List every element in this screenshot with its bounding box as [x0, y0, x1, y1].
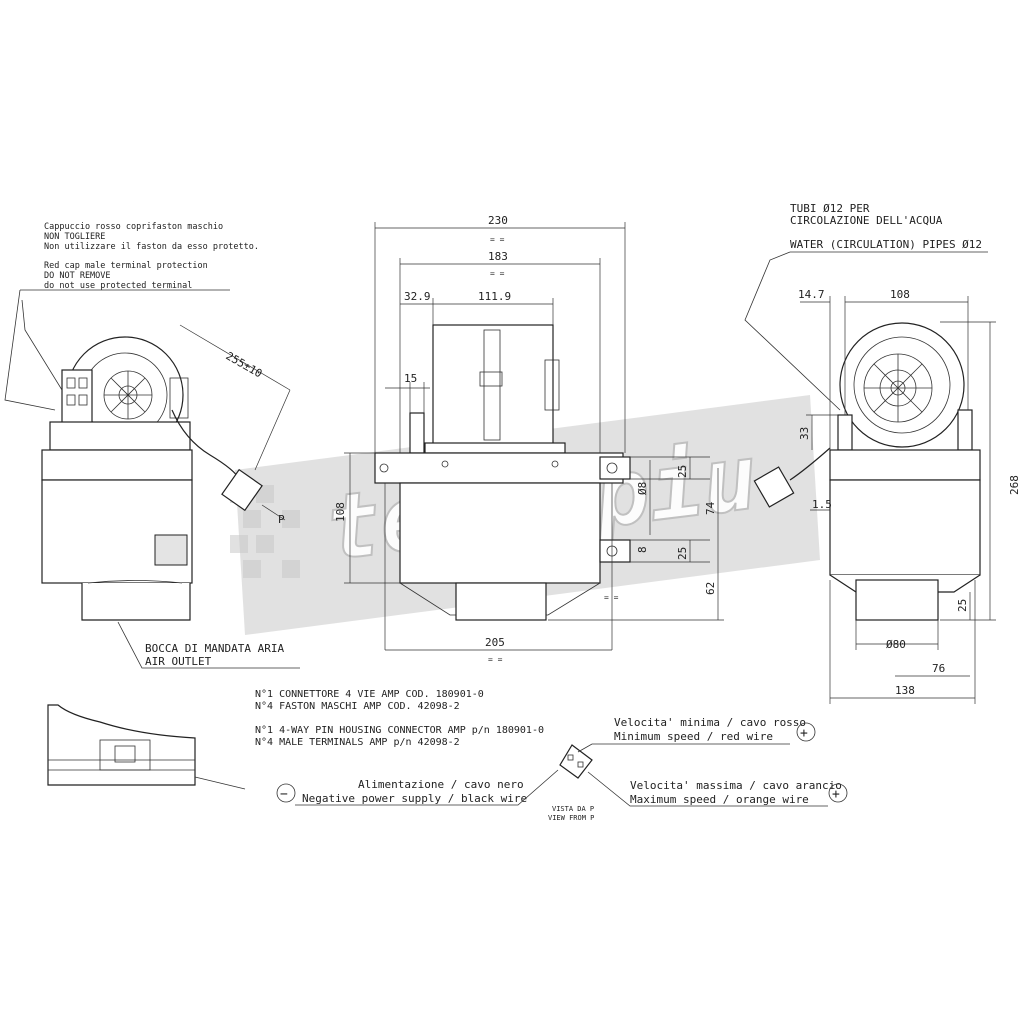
right-dimensions: 14.7 108 33 1.5 268 25 Ø80 76 138 [798, 288, 1021, 704]
cap-note-it-3: Non utilizzare il faston da esso protett… [44, 242, 259, 252]
dim-33: 33 [798, 427, 811, 440]
right-side-view [744, 251, 988, 621]
connector-detail: N°1 CONNETTORE 4 VIE AMP COD. 180901-0 N… [255, 689, 848, 822]
dim-25-side: 25 [956, 599, 969, 612]
point-p: P [278, 513, 285, 526]
conn-it-2: N°4 FASTON MASCHI AMP COD. 42098-2 [255, 701, 460, 712]
min-en: Minimum speed / red wire [614, 730, 773, 743]
dim-25-mid: 25 [676, 547, 689, 560]
front-view [374, 324, 631, 621]
dia-80: Ø80 [886, 638, 906, 651]
pipes-it-2: CIRCOLAZIONE DELL'ACQUA [790, 214, 943, 227]
watermark-checker [230, 485, 300, 578]
dim-230: 230 [488, 214, 508, 227]
connector-housing [559, 744, 593, 779]
dim-62: 62 [704, 582, 717, 595]
right-pipe-left [837, 414, 853, 451]
dim-1-5: 1.5 [812, 498, 832, 511]
cap-note-en-2: DO NOT REMOVE [44, 271, 111, 281]
right-pipe-right [957, 409, 973, 451]
pipes-en: WATER (CIRCULATION) PIPES Ø12 [790, 238, 982, 251]
max-it: Velocita' massima / cavo arancio [630, 779, 842, 792]
front-flange [374, 452, 624, 484]
conn-en-2: N°4 MALE TERMINALS AMP p/n 42098-2 [255, 737, 460, 748]
pipe-stub-top [599, 456, 631, 480]
red-cap-note: Cappuccio rosso coprifaston maschio NON … [44, 222, 259, 291]
cap-note-en-1: Red cap male terminal protection [44, 261, 208, 271]
dim-183: 183 [488, 250, 508, 263]
neg-en: Negative power supply / black wire [302, 792, 527, 805]
front-dimensions: 230 = = 183 = = 32.9 111.9 15 108 205 = … [334, 214, 724, 664]
pipes-it-1: TUBI Ø12 PER [790, 202, 870, 215]
outlet-it: BOCCA DI MANDATA ARIA [145, 642, 284, 655]
dim-74: 74 [704, 501, 717, 515]
max-en: Maximum speed / orange wire [630, 793, 809, 806]
plus-max: + [832, 787, 840, 802]
dim-76: 76 [932, 662, 945, 675]
dim-108-front: 108 [334, 502, 347, 522]
air-outlet-left [81, 583, 191, 621]
fan-blades-left [104, 371, 152, 419]
connector-right [753, 466, 795, 508]
air-outlet-label: BOCCA DI MANDATA ARIA AIR OUTLET [117, 621, 300, 669]
dim-138: 138 [895, 684, 915, 697]
minus-neg: − [280, 787, 288, 802]
dim-14-7: 14.7 [798, 288, 825, 301]
front-heater-box [399, 482, 601, 584]
neg-it: Alimentazione / cavo nero [358, 778, 524, 791]
fan-blades-right [864, 354, 932, 422]
cap-note-it-2: NON TOGLIERE [44, 232, 105, 242]
outlet-en: AIR OUTLET [145, 655, 212, 668]
eq-205: = = [488, 655, 503, 664]
view-en: VIEW FROM P [548, 814, 594, 822]
connector-left [221, 468, 263, 512]
motor-housing [432, 324, 554, 446]
dia-8: Ø8 [636, 482, 649, 495]
plus-min: + [800, 726, 808, 741]
fan-scroll-right [839, 322, 965, 448]
cap-note-it-1: Cappuccio rosso coprifaston maschio [44, 222, 223, 232]
bottom-detail-view [47, 704, 246, 790]
right-flange [829, 449, 981, 481]
right-air-outlet [855, 579, 939, 621]
dim-32-9: 32.9 [404, 290, 431, 303]
dim-15: 15 [404, 372, 417, 385]
dim-8: 8 [636, 546, 649, 553]
front-air-outlet [455, 582, 547, 621]
cap-note-en-3: do not use protected terminal [44, 281, 192, 291]
eq-pipes: = = [604, 593, 619, 602]
pipe-stub-bottom [599, 539, 631, 563]
dim-255: 255±10 [224, 349, 265, 380]
dim-205: 205 [485, 636, 505, 649]
terminal-block [61, 369, 93, 426]
flange [41, 449, 193, 481]
dim-25-top: 25 [676, 465, 689, 478]
heater-box [41, 479, 193, 584]
dim-108-side: 108 [890, 288, 910, 301]
conn-it-1: N°1 CONNETTORE 4 VIE AMP COD. 180901-0 [255, 689, 484, 700]
min-it: Velocita' minima / cavo rosso [614, 716, 806, 729]
eq-230: = = [490, 235, 505, 244]
conn-en-1: N°1 4-WAY PIN HOUSING CONNECTOR AMP p/n … [255, 725, 544, 736]
eq-183: = = [490, 269, 505, 278]
dim-111-9: 111.9 [478, 290, 511, 303]
view-it: VISTA DA P [552, 805, 594, 813]
water-pipes-label: TUBI Ø12 PER CIRCOLAZIONE DELL'ACQUA WAT… [790, 202, 982, 251]
water-pipe-left [409, 412, 425, 454]
dim-268: 268 [1008, 475, 1021, 495]
